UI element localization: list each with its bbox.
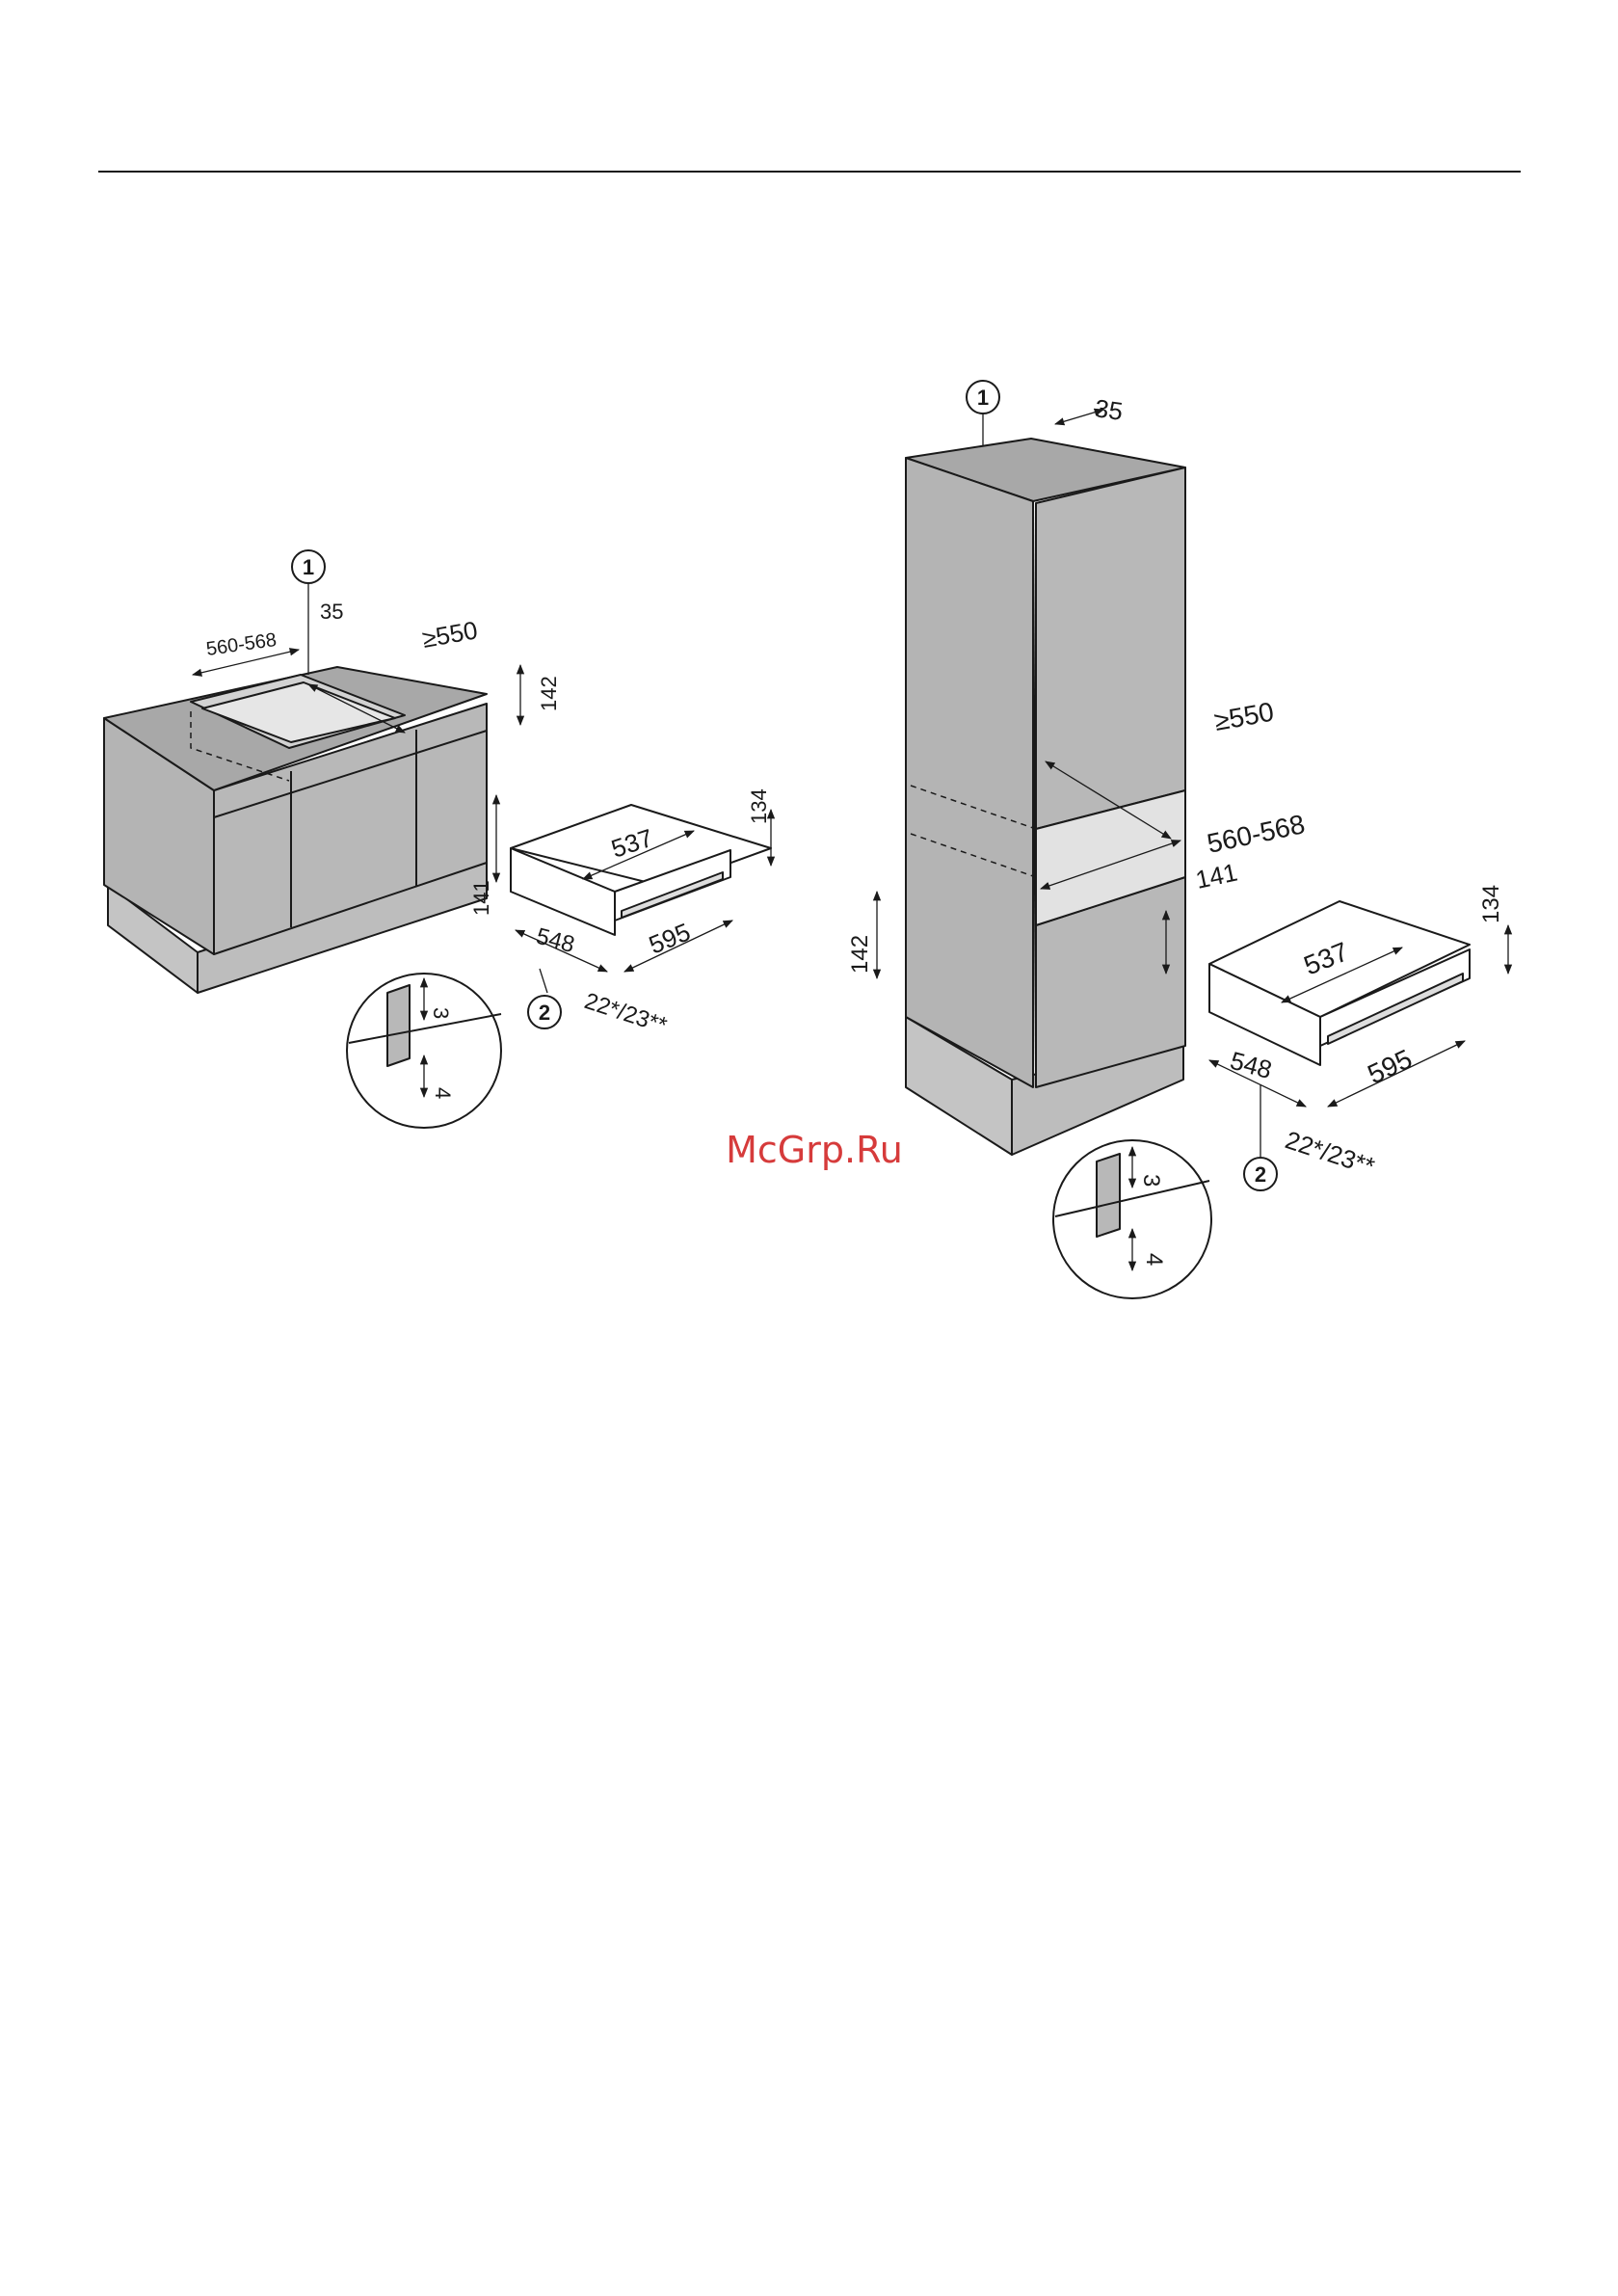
- right-label-depth: ≥550: [1212, 697, 1277, 736]
- left-figure: [104, 667, 771, 1128]
- left-detail-label-side: 4: [431, 1087, 455, 1099]
- left-label-niche-height: 142: [537, 676, 561, 711]
- right-callout-1: 1: [977, 386, 989, 410]
- right-label-front-thickness: 22*/23**: [1282, 1125, 1378, 1181]
- left-label-front-width: 595: [645, 917, 694, 959]
- right-upper-door: [1036, 467, 1185, 829]
- right-label-front-width: 595: [1363, 1044, 1416, 1090]
- left-leader-2: [540, 969, 547, 993]
- left-label-depth: ≥550: [420, 615, 480, 654]
- right-label-body-depth: 548: [1227, 1046, 1275, 1084]
- right-detail-label-top: 3: [1138, 1174, 1164, 1187]
- right-callout-2: 2: [1255, 1162, 1266, 1187]
- right-label-niche-height: 142: [847, 935, 873, 974]
- left-callout-2: 2: [539, 1001, 550, 1025]
- left-label-rail: 35: [320, 600, 343, 624]
- left-detail-label-top: 3: [429, 1007, 453, 1019]
- right-label-front-height: 141: [1193, 858, 1240, 894]
- left-label-top-width: 560-568: [205, 629, 279, 660]
- right-label-niche-width: 560-568: [1205, 809, 1308, 859]
- watermark: McGrp.Ru: [726, 1129, 903, 1171]
- right-cabinet-side: [906, 458, 1033, 1087]
- right-label-rail: 35: [1093, 393, 1125, 426]
- right-detail-label-side: 4: [1141, 1253, 1167, 1266]
- left-callout-1: 1: [303, 555, 314, 579]
- left-label-front-height: 141: [469, 880, 493, 916]
- right-label-drawer-height: 134: [1478, 885, 1504, 923]
- left-label-body-depth: 548: [533, 923, 577, 958]
- right-detail-part: [1097, 1154, 1120, 1237]
- left-label-drawer-height: 134: [747, 788, 771, 824]
- right-figure: [906, 439, 1470, 1298]
- left-detail-part: [387, 985, 410, 1066]
- left-label-front-thickness: 22*/23**: [581, 988, 670, 1039]
